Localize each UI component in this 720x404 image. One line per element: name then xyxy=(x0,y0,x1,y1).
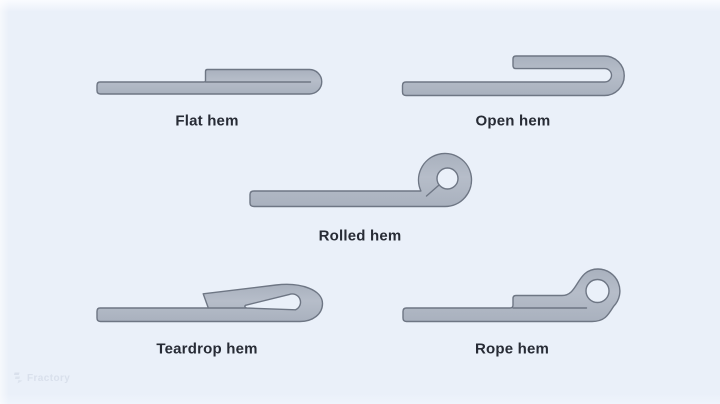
rolled-hem-body xyxy=(249,152,473,208)
rolled-hem-cut-edge xyxy=(425,184,440,197)
fractory-watermark: Fractory xyxy=(13,372,70,384)
flat-hem-label: Flat hem xyxy=(175,112,239,130)
open-hem-label: Open hem xyxy=(475,112,551,130)
teardrop-hem-label: Teardrop hem xyxy=(156,340,258,358)
rope-hem-shape xyxy=(402,268,621,323)
open-hem-shape xyxy=(401,55,625,97)
open-hem-body xyxy=(401,55,625,97)
fractory-logo-icon xyxy=(14,372,23,384)
watermark-brand-text: Fractory xyxy=(27,372,71,384)
rope-hem-label: Rope hem xyxy=(474,340,550,358)
teardrop-hem-shape xyxy=(96,283,324,323)
flat-hem-shape xyxy=(96,68,323,95)
rolled-hem-label: Rolled hem xyxy=(318,227,402,245)
rope-hem-body xyxy=(402,268,621,323)
teardrop-hem-body xyxy=(96,283,324,323)
rolled-hem-shape xyxy=(249,152,473,208)
